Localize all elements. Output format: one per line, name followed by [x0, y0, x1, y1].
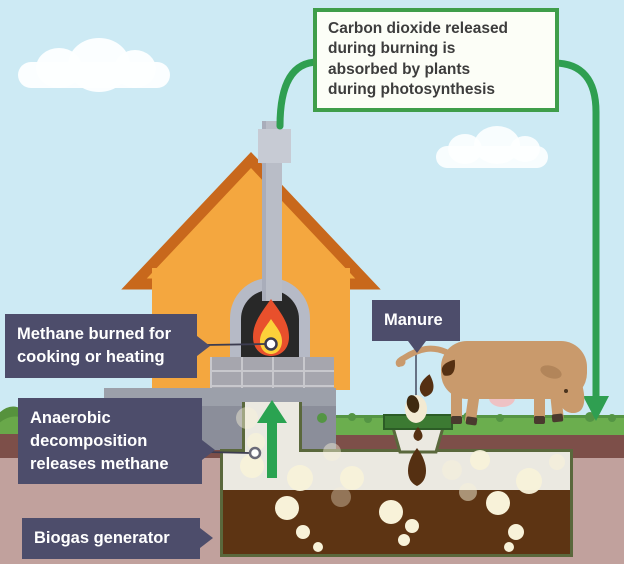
label-biogas-generator: Biogas generator [22, 518, 213, 559]
cow [395, 341, 587, 426]
co2-absorption-arrow [550, 59, 600, 402]
label-manure: Manure [372, 300, 460, 353]
arrow-head-down-icon [583, 396, 609, 421]
chimney-pipe [262, 121, 282, 301]
cow-ear [540, 365, 562, 379]
cow-head [540, 345, 585, 414]
cloud-icon [18, 38, 170, 92]
methane-flow-arrow [257, 400, 287, 478]
gas-bubbles [236, 407, 565, 552]
cow-eye [564, 389, 568, 393]
foundation-block-right [302, 406, 336, 450]
co2-cycle-text-box: Carbon dioxide released during burning i… [313, 8, 559, 112]
manure-drops [405, 359, 456, 486]
label-anaerobic-decomposition: Anaerobic decomposition releases methane [18, 398, 215, 485]
leader-lines [205, 337, 278, 460]
cloud-icon [436, 126, 550, 168]
label-methane-burned: Methane burned for cooking or heating [5, 314, 210, 378]
chimney-cap [258, 129, 291, 163]
co2-release-arrow [276, 58, 322, 130]
